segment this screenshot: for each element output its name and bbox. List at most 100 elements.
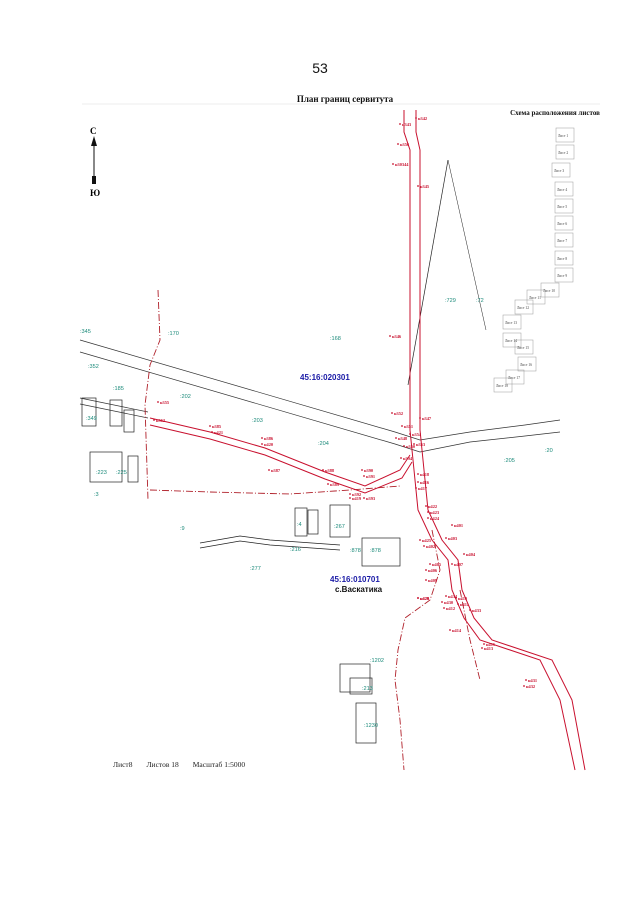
point-marker	[483, 643, 485, 645]
point-label: н428	[420, 596, 430, 601]
point-label: н389	[330, 482, 340, 487]
point-marker	[449, 629, 451, 631]
point-label: н409	[428, 578, 438, 583]
point-label: н429	[420, 596, 430, 601]
servitude-corridor	[149, 110, 586, 771]
sheet-box	[551, 162, 571, 178]
compass: С Ю	[90, 126, 100, 198]
sheet-box	[554, 181, 574, 197]
sheet-box-label: Лист 9	[557, 274, 567, 278]
parcel-label: :20	[545, 448, 553, 454]
point-marker	[361, 469, 363, 471]
block-label-north: 45:16:020301	[300, 373, 350, 382]
point-marker	[419, 539, 421, 541]
point-label: н434	[448, 594, 458, 599]
point-marker	[322, 469, 324, 471]
point-marker	[425, 569, 427, 571]
point-label: н431	[528, 678, 537, 683]
point-marker	[427, 511, 429, 513]
parcel-label: :216	[290, 547, 301, 553]
point-label: н411	[460, 602, 469, 607]
point-label: н350	[406, 444, 416, 449]
point-label: н343	[402, 122, 412, 127]
sheet-box	[493, 377, 513, 393]
parcel-label: :170	[168, 331, 179, 337]
sheet-box-label: Лист 12	[517, 306, 529, 310]
point-marker	[413, 443, 415, 445]
sheet-box-label: Лист 4	[557, 188, 567, 192]
point-label: н345	[420, 184, 430, 189]
point-marker	[395, 437, 397, 439]
point-label: н404	[466, 552, 476, 557]
parcel-label: :205	[504, 458, 515, 464]
parcel-label: :1202	[370, 658, 384, 664]
point-marker	[455, 597, 457, 599]
point-marker	[457, 603, 459, 605]
point-marker	[403, 445, 405, 447]
admin-boundary	[144, 289, 481, 771]
sheet-box	[514, 339, 534, 355]
parcel-label: :213	[362, 686, 373, 692]
footer-sheet: Лист8	[113, 760, 133, 769]
sheet-box	[554, 232, 574, 248]
sheet-scheme-title: Схема расположения листов	[510, 109, 600, 117]
sheet-box-label: Лист 18	[496, 384, 508, 388]
point-label: н342	[418, 116, 427, 121]
point-label: н420	[264, 442, 274, 447]
point-label: н432	[526, 684, 535, 689]
sheet-box-label: Лист 16	[520, 363, 532, 367]
point-marker	[441, 601, 443, 603]
sheet-box	[555, 127, 575, 143]
sheet-box-label: Лист 7	[557, 239, 567, 243]
point-marker	[397, 143, 399, 145]
parcel-labels: :345:352:170:168:729:72:185:202:203:204:…	[80, 298, 553, 729]
point-marker	[389, 335, 391, 337]
sheet-box-label: Лист 10	[543, 289, 555, 293]
point-label: н388	[325, 468, 335, 473]
point-marker	[451, 524, 453, 526]
parcel-label: :345	[80, 329, 91, 335]
point-label: н421	[214, 430, 223, 435]
point-marker	[481, 647, 483, 649]
point-label: н415	[486, 642, 496, 647]
point-label: н403	[448, 536, 458, 541]
point-marker	[268, 469, 270, 471]
point-label: н407	[454, 562, 464, 567]
point-marker	[417, 597, 419, 599]
point-marker	[419, 417, 421, 419]
parcel-label: :878	[370, 548, 381, 554]
point-marker	[443, 607, 445, 609]
point-label: н423	[430, 510, 440, 515]
point-marker	[153, 419, 155, 421]
point-marker	[409, 433, 411, 435]
settlement-label: с.Васкатика	[335, 585, 383, 594]
sheet-box	[554, 215, 574, 231]
parcel-label: :352	[88, 364, 99, 370]
point-marker	[261, 437, 263, 439]
parcel-label: :225	[116, 470, 127, 476]
point-marker	[469, 609, 471, 611]
sheet-box-label: Лист 13	[505, 321, 517, 325]
point-marker	[391, 412, 393, 414]
plan-title: План границ сервитута	[296, 94, 394, 104]
block-label-south: 45:16:010701	[330, 575, 380, 584]
point-label: н354	[412, 432, 422, 437]
point-marker	[209, 425, 211, 427]
sheet-box	[555, 144, 575, 160]
sheet-box	[554, 267, 574, 283]
parcel-label: :4	[297, 522, 302, 528]
point-label: н401	[454, 523, 463, 528]
point-marker	[327, 483, 329, 485]
point-label: н414	[452, 628, 462, 633]
point-label: н351	[404, 424, 413, 429]
sheet-box-label: Лист 8	[557, 257, 567, 261]
compass-north: С	[90, 126, 97, 136]
point-label: н410	[458, 596, 468, 601]
point-marker	[211, 431, 213, 433]
point-marker	[415, 487, 417, 489]
point-label: н346	[392, 334, 402, 339]
point-label: н433	[472, 608, 482, 613]
point-label: н425	[422, 538, 432, 543]
